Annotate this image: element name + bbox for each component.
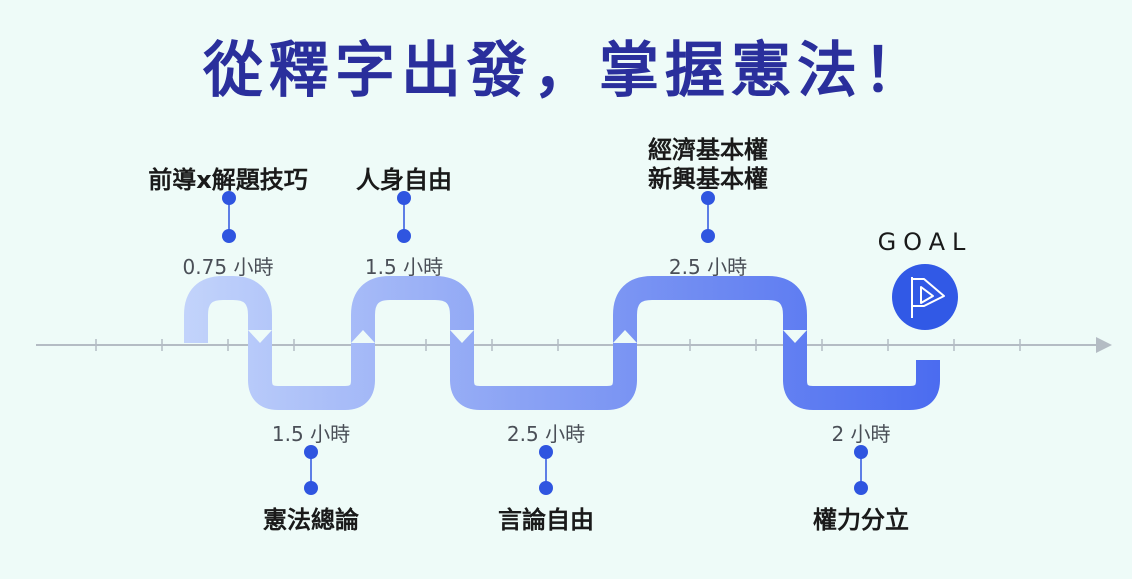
dot-top [397, 191, 411, 205]
milestone-5-topic-line2: 新興基本權 [648, 165, 768, 193]
goal-badge [892, 264, 958, 330]
dot-top [854, 445, 868, 459]
path-chevrons [248, 330, 940, 360]
dot-bottom [304, 481, 318, 495]
milestone-3-topic: 人身自由 [356, 166, 452, 194]
goal-circle [892, 264, 958, 330]
goal-label: GOAL [877, 228, 973, 256]
axis-arrow [1096, 337, 1112, 353]
connector-2 [304, 445, 318, 495]
connector-1 [222, 191, 236, 243]
milestone-1-duration: 0.75 小時 [182, 255, 274, 279]
milestone-6-topic: 權力分立 [813, 506, 909, 534]
milestone-2-topic: 憲法總論 [263, 506, 359, 534]
milestone-2-duration: 1.5 小時 [271, 422, 351, 446]
connector-4 [539, 445, 553, 495]
dot-top [222, 191, 236, 205]
dot-bottom [539, 481, 553, 495]
dot-bottom [854, 481, 868, 495]
dot-bottom [701, 229, 715, 243]
milestone-4-topic: 言論自由 [498, 506, 594, 534]
milestone-5-duration: 2.5 小時 [668, 255, 748, 279]
connector-6 [854, 445, 868, 495]
milestone-3-duration: 1.5 小時 [364, 255, 444, 279]
milestone-5-topic: 經濟基本權 [648, 136, 768, 164]
dot-bottom [397, 229, 411, 243]
milestone-6-duration: 2 小時 [831, 422, 891, 446]
dot-top [701, 191, 715, 205]
flag-play-icon [911, 277, 945, 318]
milestone-4-duration: 2.5 小時 [506, 422, 586, 446]
connector-3 [397, 191, 411, 243]
dot-top [304, 445, 318, 459]
dot-bottom [222, 229, 236, 243]
page-title: 從釋字出發，掌握憲法！ [203, 36, 929, 106]
learning-path [184, 276, 940, 410]
milestone-1-topic: 前導x解題技巧 [148, 166, 308, 194]
dot-top [539, 445, 553, 459]
connector-5 [701, 191, 715, 243]
